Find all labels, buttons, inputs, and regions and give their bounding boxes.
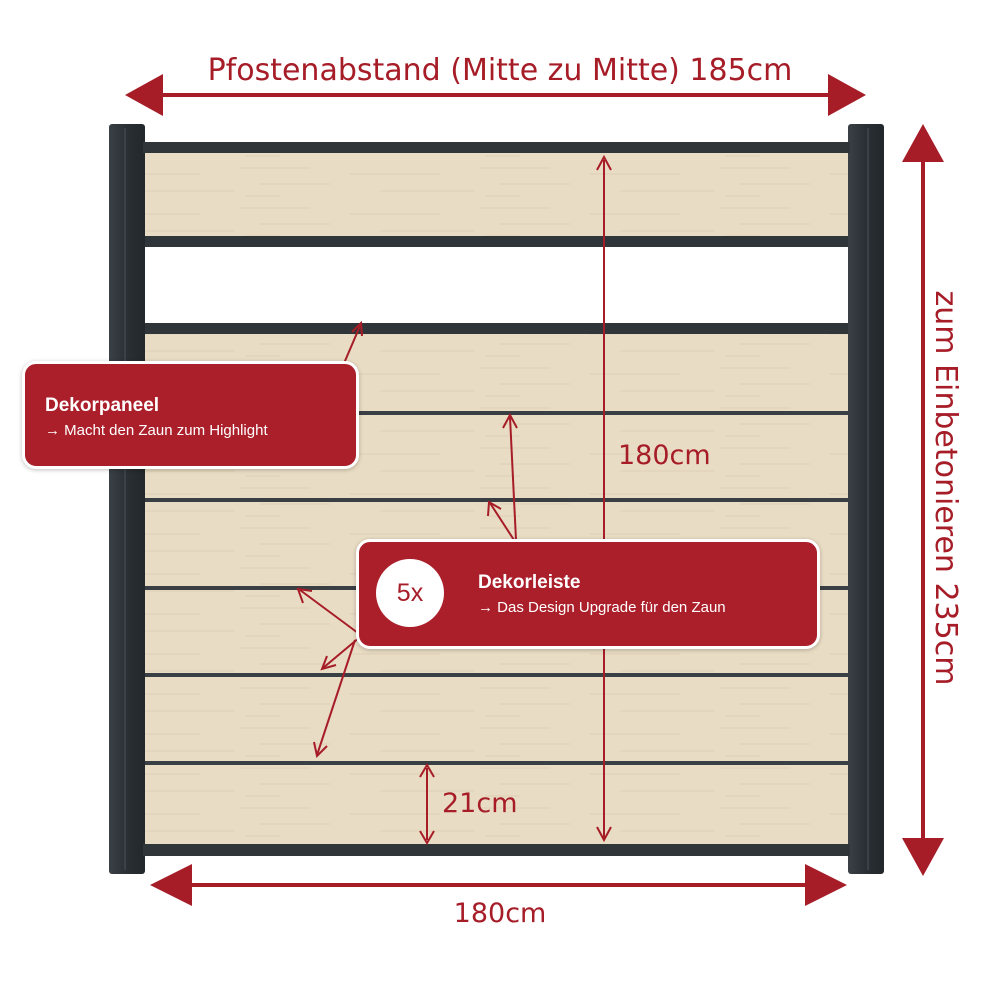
double-arrow-vertical	[419, 763, 435, 845]
wood-board	[145, 153, 848, 236]
decor-strip	[145, 498, 848, 502]
double-arrow-vertical	[902, 124, 944, 876]
decor-strip-subtitle: → Das Design Upgrade für den Zaun	[478, 599, 726, 616]
double-arrow-horizontal	[150, 864, 847, 906]
right-post	[848, 124, 884, 874]
decor-strip	[145, 761, 848, 765]
board-height-label: 21cm	[442, 788, 518, 819]
bottom-rail	[143, 844, 850, 856]
decor-strip	[145, 673, 848, 677]
panel-height-label: 180cm	[618, 440, 711, 471]
total-height-label: zum Einbetonieren 235cm	[928, 290, 963, 686]
decor-panel-title: Dekorpaneel	[45, 395, 160, 416]
decor-strip-callout: 5x Dekorleiste → Das Design Upgrade für …	[356, 539, 820, 649]
top-rail	[143, 142, 850, 153]
left-post	[109, 124, 145, 874]
decor-gap	[145, 247, 848, 323]
decor-panel-callout: Dekorpaneel → Macht den Zaun zum Highlig…	[22, 361, 359, 469]
decor-strip	[145, 411, 848, 415]
pointer-arrow	[296, 412, 518, 759]
decor-panel-subtitle: → Macht den Zaun zum Highlight	[45, 422, 268, 439]
double-arrow-horizontal	[125, 74, 866, 116]
post-spacing-label: Pfostenabstand (Mitte zu Mitte) 185cm	[207, 53, 793, 88]
decor-strip-title: Dekorleiste	[478, 572, 581, 593]
panel-width-label: 180cm	[453, 898, 547, 929]
double-arrow-vertical	[596, 154, 612, 843]
strip-count-badge: 5x	[376, 559, 444, 627]
